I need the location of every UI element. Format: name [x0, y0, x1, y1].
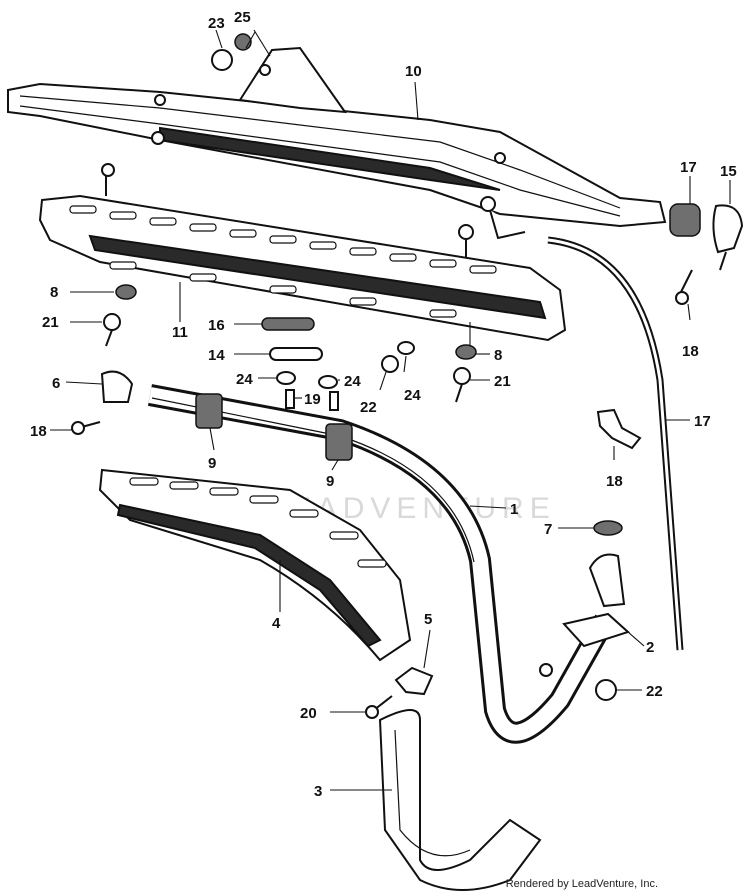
callout-9-right: 9 — [326, 473, 334, 490]
callout-4: 4 — [272, 615, 281, 632]
lower-pipe-cover — [378, 709, 542, 891]
exhaust-flange — [539, 553, 630, 677]
callout-21-left: 21 — [42, 314, 59, 331]
callout-20: 20 — [300, 705, 317, 722]
callout-2: 2 — [646, 639, 654, 656]
callout-11: 11 — [172, 324, 188, 341]
muffler-collar — [669, 203, 701, 237]
callout-12: 14 — [208, 347, 225, 364]
callout-3: 3 — [314, 783, 322, 800]
gasket-ring — [269, 347, 323, 361]
callout-6: 6 — [52, 375, 60, 392]
callout-25: 25 — [234, 9, 251, 26]
callout-5: 5 — [424, 611, 432, 628]
callout-labels: 23 25 10 17 15 8 21 11 16 14 24 24 19 22… — [30, 9, 737, 800]
gasket-plate — [261, 317, 315, 331]
callout-19: 19 — [304, 391, 321, 408]
fastener-hardware — [71, 33, 693, 719]
callout-13: 15 — [720, 163, 737, 180]
callout-16: 18 — [606, 473, 623, 490]
callout-18-right: 18 — [682, 343, 699, 360]
credit-text: Rendered by LeadVenture, Inc. — [505, 878, 658, 890]
callout-8-right: 8 — [494, 347, 502, 364]
callout-9-left: 9 — [208, 455, 216, 472]
tail-clamp — [712, 204, 744, 271]
callout-21-right: 21 — [494, 373, 511, 390]
callout-23: 23 — [208, 15, 225, 32]
flat-washer-7 — [593, 520, 623, 536]
callout-10: 10 — [405, 63, 422, 80]
upper-heat-guard — [38, 194, 567, 342]
callout-24-a: 24 — [236, 371, 253, 388]
callout-7: 7 — [544, 521, 552, 538]
callout-8-left: 8 — [50, 284, 58, 301]
pipe-clamp — [100, 370, 134, 403]
guard-slots — [69, 205, 497, 318]
callout-22-right: 22 — [646, 683, 663, 700]
callout-14: 16 — [208, 317, 225, 334]
callout-22-mid: 22 — [360, 399, 377, 416]
leader-lines — [50, 29, 731, 791]
rubber-tube-inner — [547, 238, 682, 651]
muffler — [7, 46, 667, 240]
exhaust-pipe — [148, 384, 615, 744]
callout-17: 17 — [680, 159, 697, 176]
callout-24-c: 24 — [404, 387, 421, 404]
callout-24-b: 24 — [344, 373, 361, 390]
guard-bracket — [394, 666, 434, 696]
lower-heat-guard — [98, 468, 412, 662]
callout-15: 17 — [694, 413, 711, 430]
callout-18-left: 18 — [30, 423, 47, 440]
tube-bracket — [596, 408, 642, 450]
callout-1: 1 — [510, 501, 518, 518]
